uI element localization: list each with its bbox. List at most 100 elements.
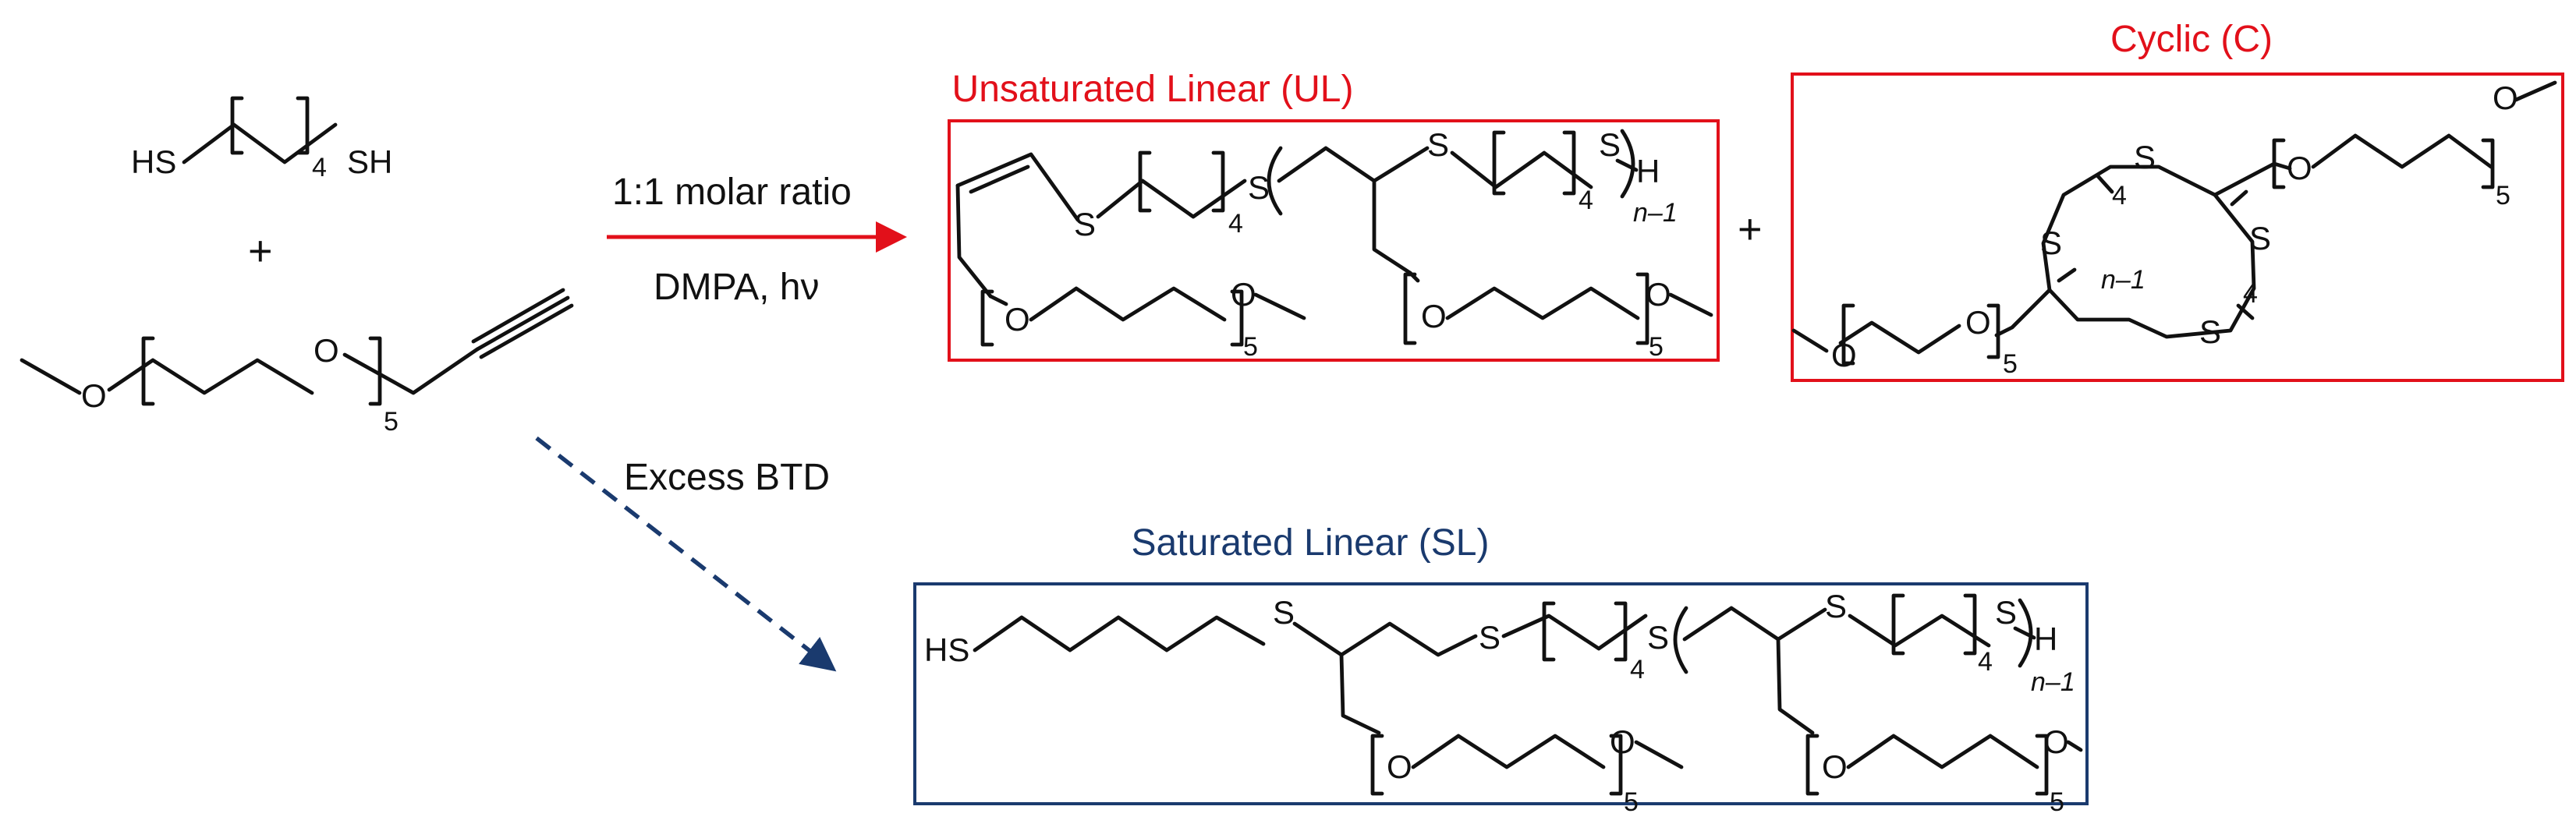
cyclic-hatch-4 [2057, 267, 2077, 283]
alkyne-oxygen-1: O [81, 377, 107, 414]
cyclic-peg-chain-2 [1838, 320, 1961, 355]
ul-bracket-5b-right [1635, 272, 1649, 345]
ul-s-3: S [1427, 126, 1449, 163]
ul-title: Unsaturated Linear (UL) [952, 69, 1354, 110]
ul-o-1: O [1005, 301, 1030, 338]
cyclic-o-3: O [1965, 304, 1991, 341]
dithiol-bracket-left [230, 96, 244, 155]
ul-s-4: S [1599, 126, 1621, 163]
products-plus: + [1738, 206, 1763, 253]
sl-butyl-chain-2 [1501, 614, 1648, 651]
ul-s-2: S [1248, 169, 1270, 206]
ul-o-3: O [1421, 298, 1447, 334]
ul-o-link-1 [988, 294, 1008, 306]
ul-n-subscript: n–1 [1633, 198, 1678, 228]
ul-o-4: O [1646, 276, 1671, 313]
ul-pendant-bond [1372, 179, 1412, 275]
sl-s-3: S [1647, 619, 1669, 656]
cyclic-subscript-5a: 5 [2496, 181, 2510, 210]
sl-methoxy-2 [2066, 740, 2083, 752]
sl-backbone-2 [1682, 606, 1827, 642]
ul-subscript-5a: 5 [1243, 332, 1258, 362]
cyclic-box [1791, 72, 2564, 382]
dithiol-bracket-right [296, 96, 310, 155]
cyclic-hatch-2 [2230, 189, 2248, 207]
reactant-plus: + [248, 228, 273, 274]
reactant-dithiol: HS 4 SH [131, 96, 392, 182]
alkyne-methyl-bond [19, 358, 82, 395]
ul-butyl-chain [1096, 179, 1247, 219]
ul-vinyl-down [955, 183, 993, 299]
arrow-excess: Excess BTD [535, 436, 837, 672]
sl-bracket-4b-right [1963, 593, 1977, 656]
sl-peg-chain-1 [1411, 734, 1606, 769]
dithiol-hs-label: HS [131, 143, 176, 180]
ul-bracket-4-right [1211, 150, 1225, 213]
ul-vinyl-bond [955, 152, 1080, 222]
cyclic-peg-chain-1 [2311, 133, 2493, 169]
sl-o-4: O [2043, 723, 2069, 760]
cyclic-n-subscript: n–1 [2101, 265, 2145, 295]
ul-bracket-5a-left [980, 289, 994, 347]
product-unsaturated-linear: Unsaturated Linear (UL) S 4 S S 4 S H n–… [948, 69, 1720, 362]
cyclic-o-2: O [2493, 80, 2518, 116]
sl-paren-left [1673, 606, 1688, 674]
arrow-label-conditions: DMPA, hν [654, 267, 819, 308]
sl-s-4: S [1825, 588, 1847, 624]
arrow-label-excess-btd: Excess BTD [624, 457, 830, 498]
ul-paren-left [1267, 146, 1283, 216]
cyclic-s-2: S [2249, 220, 2271, 256]
alkyne-triple-bond-center [475, 295, 570, 352]
sl-bracket-5b-right [2035, 734, 2049, 796]
ul-methoxy-1 [1253, 292, 1306, 320]
ul-bracket-4b-right [1562, 130, 1576, 196]
sl-h: H [2034, 621, 2057, 657]
sl-n-subscript: n–1 [2031, 667, 2075, 697]
cyclic-methoxy-2 [1791, 328, 1829, 353]
sl-subscript-5b: 5 [2050, 787, 2064, 817]
cyclic-bracket-5a-right [2481, 138, 2495, 189]
ul-backbone [1277, 146, 1430, 183]
ul-bracket-5b-left [1403, 272, 1417, 345]
ul-o-2: O [1231, 276, 1256, 313]
cyclic-bracket-5b-right [1986, 303, 2000, 359]
dithiol-chain [182, 122, 338, 164]
sl-title: Saturated Linear (SL) [1132, 522, 1490, 564]
cyclic-subscript-4a: 4 [2112, 181, 2127, 210]
ul-subscript-4: 4 [1228, 209, 1243, 239]
sl-methoxy-1 [1634, 740, 1684, 769]
cyclic-o-4: O [1831, 337, 1857, 373]
dashed-reaction-arrow [535, 436, 837, 672]
alkyne-triple-bond-top [471, 288, 565, 344]
dithiol-sh-label: SH [347, 143, 392, 180]
arrow-label-ratio: 1:1 molar ratio [612, 172, 852, 213]
ul-bracket-4b-left [1492, 130, 1506, 196]
sl-s-2: S [1479, 619, 1501, 656]
ul-vinyl-double [969, 164, 1030, 194]
alkyne-bracket-right [368, 336, 382, 406]
alkyne-propargyl-bond [342, 347, 480, 395]
sl-box [913, 582, 2089, 805]
product-cyclic: Cyclic (C) S S S S 4 4 n–1 O O 5 5 O O [1791, 19, 2564, 382]
alkyne-peg-chain [107, 358, 314, 395]
cyclic-pendant-top [2213, 161, 2292, 197]
sl-subscript-4b: 4 [1978, 647, 1993, 677]
sl-peg-chain-2 [1846, 734, 2039, 769]
sl-paren-right [2018, 598, 2033, 668]
ul-paren-right [1620, 129, 1635, 199]
cyclic-bracket-5b-left [1841, 303, 1855, 366]
cyclic-hatch-1 [2096, 174, 2114, 194]
ul-subscript-5b: 5 [1649, 332, 1664, 362]
ul-box [948, 119, 1720, 362]
cyclic-subscript-5b: 5 [2003, 349, 2018, 379]
sl-o-3: O [1822, 748, 1848, 785]
cyclic-subscript-4b: 4 [2243, 279, 2258, 309]
sl-s-1: S [1273, 594, 1295, 631]
cyclic-hatch-3 [2236, 303, 2255, 320]
sl-butyl-chain [973, 615, 1266, 652]
sl-o-2: O [1610, 723, 1635, 760]
ul-h: H [1636, 153, 1660, 189]
sl-bracket-5b-left [1805, 734, 1819, 796]
cyclic-s-4: S [2040, 225, 2062, 261]
